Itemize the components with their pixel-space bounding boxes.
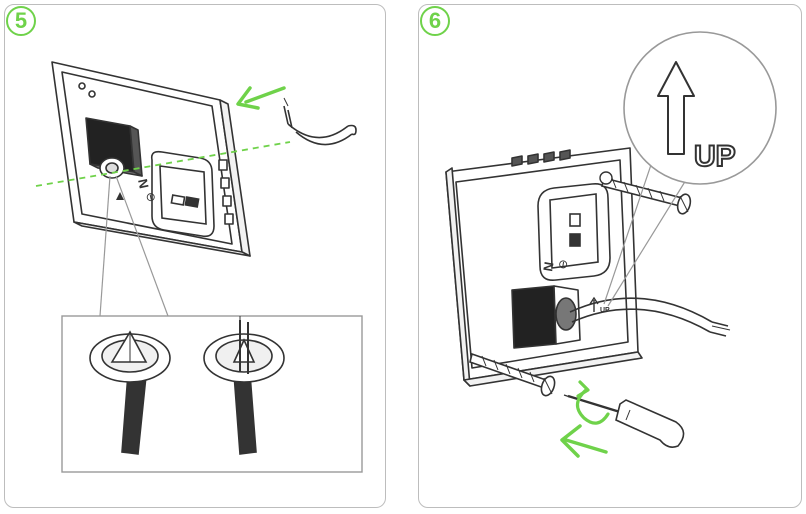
small-up-arrow-icon <box>116 192 124 200</box>
large-up-label: UP <box>694 140 736 173</box>
step-5-badge: 5 <box>6 6 36 36</box>
wire-housing-step-6 <box>511 285 581 349</box>
insert-direction-arrow-icon <box>236 86 286 110</box>
zoom-callout-line-6b <box>607 179 687 307</box>
cable-step-5 <box>283 97 357 146</box>
zoom-callout-line-left <box>99 175 111 317</box>
wire-hole-symbol-step-6: ⊖ <box>555 258 571 270</box>
zoom-callout-line-6a <box>603 149 657 305</box>
terminal-window-step-6 <box>537 182 611 282</box>
wire-hole-letter-n-step-6: N <box>540 261 556 273</box>
screwdriver <box>563 394 685 448</box>
wire-hole-letter-n: N <box>135 178 152 190</box>
step-5-illustration: N ⊖ <box>35 61 363 473</box>
step-6-badge: 6 <box>420 6 450 36</box>
wire-hole-symbol: ⊖ <box>143 191 159 204</box>
up-detail-circle <box>623 31 777 185</box>
screw-hole-top <box>599 171 613 185</box>
small-up-label: UP <box>600 307 610 314</box>
grommet-closed <box>89 330 171 455</box>
push-direction-arrow-icon <box>560 424 608 458</box>
screw-bottom <box>469 352 556 397</box>
step-6-illustration: N ⊖ UP <box>445 31 777 458</box>
cable-step-6 <box>569 297 731 337</box>
large-up-arrow-icon <box>657 61 695 155</box>
wall-plate-step-5 <box>51 61 251 257</box>
zoom-callout-line-right <box>115 175 169 317</box>
terminal-window-step-5 <box>150 150 215 238</box>
wire-guide-dashed-line <box>35 141 291 187</box>
rotate-clockwise-arrow-icon <box>575 380 610 425</box>
grommet-pierced <box>203 316 285 455</box>
